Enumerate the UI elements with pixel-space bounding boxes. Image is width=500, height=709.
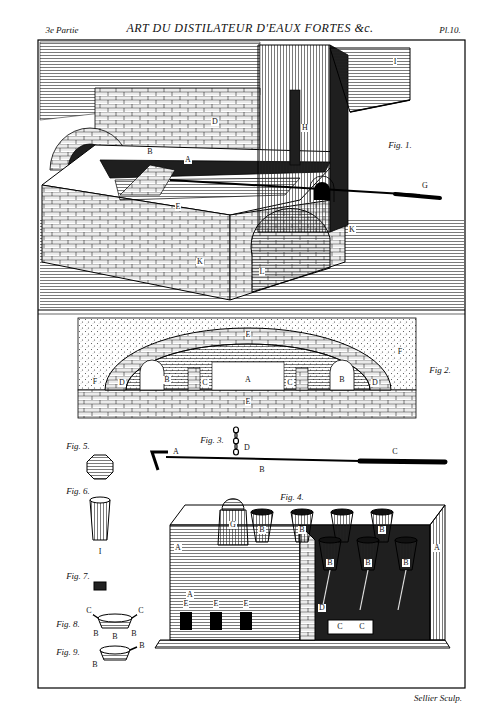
pot-furnace xyxy=(155,499,450,648)
part-letter: A xyxy=(186,591,194,599)
figure-label: Fig. 9. xyxy=(55,648,81,657)
part-letter: A xyxy=(433,544,441,552)
part-letter: K xyxy=(196,258,204,266)
part-letter: L xyxy=(259,268,266,276)
part-letter: I xyxy=(393,58,398,66)
part-letter: B xyxy=(111,633,118,641)
part-letter: B xyxy=(338,376,345,384)
part-letter: B xyxy=(326,559,333,567)
part-letter: E xyxy=(213,600,220,608)
part-letter: E xyxy=(183,600,190,608)
part-letter: D xyxy=(243,444,251,452)
part-letter: B xyxy=(138,642,145,650)
figure-label: Fig. 7. xyxy=(65,572,91,581)
part-letter: D xyxy=(371,379,379,387)
plate-border xyxy=(38,40,465,688)
part-letter: B xyxy=(364,559,371,567)
part-letter: F xyxy=(397,348,403,356)
part-letter: D xyxy=(211,118,219,126)
part-letter: E xyxy=(243,600,250,608)
part-letter: D xyxy=(118,379,126,387)
part-letter: C xyxy=(137,607,144,615)
part-letter: A xyxy=(174,544,182,552)
part-letter: C xyxy=(201,379,208,387)
part-letter: B xyxy=(378,526,385,534)
part-letter: C xyxy=(85,607,92,615)
figure-label: Fig 2. xyxy=(428,366,452,375)
figure-label: Fig. 8. xyxy=(55,620,81,629)
part-letter: B xyxy=(146,148,153,156)
part-letter: B xyxy=(91,661,98,669)
part-letter: B xyxy=(402,559,409,567)
part-letter: B xyxy=(258,526,265,534)
part-letter: B xyxy=(258,466,265,474)
plate-note: 3e Partie xyxy=(44,26,79,35)
part-letter: A xyxy=(244,376,252,384)
figure-label: Fig. 6. xyxy=(65,487,91,496)
part-letter: C xyxy=(391,448,398,456)
part-letter: B xyxy=(163,376,170,384)
plate-note: Pl.10. xyxy=(438,26,462,35)
part-letter: B xyxy=(130,630,137,638)
part-letter: A xyxy=(184,156,192,164)
part-letter: C xyxy=(336,623,343,631)
part-letter: E xyxy=(175,203,182,211)
part-letter: G xyxy=(421,182,429,190)
panel-divider xyxy=(38,314,465,315)
part-letter: B xyxy=(298,526,305,534)
part-letter: C xyxy=(286,379,293,387)
part-letter: E xyxy=(245,398,252,406)
rake-tool xyxy=(152,427,445,470)
figure-label: Fig. 4. xyxy=(279,493,305,502)
furnace-figure xyxy=(40,42,464,308)
plate-note: Sellier Sculp. xyxy=(413,694,463,703)
part-letter: D xyxy=(318,604,326,612)
small-parts xyxy=(87,455,138,660)
part-letter: I xyxy=(98,548,103,556)
figure-label: Fig. 1. xyxy=(387,141,413,150)
part-letter: K xyxy=(348,226,356,234)
part-letter: F xyxy=(92,378,98,386)
part-letter: A xyxy=(172,448,180,456)
figure-label: Fig. 5. xyxy=(65,442,91,451)
part-letter: H xyxy=(301,124,309,132)
figure-label: Fig. 3. xyxy=(199,436,225,445)
part-letter: B xyxy=(92,630,99,638)
part-letter: C xyxy=(358,623,365,631)
part-letter: E xyxy=(245,331,252,339)
part-letter: G xyxy=(229,521,237,529)
panel-divider xyxy=(38,309,465,310)
furnace-elevation xyxy=(78,318,416,418)
